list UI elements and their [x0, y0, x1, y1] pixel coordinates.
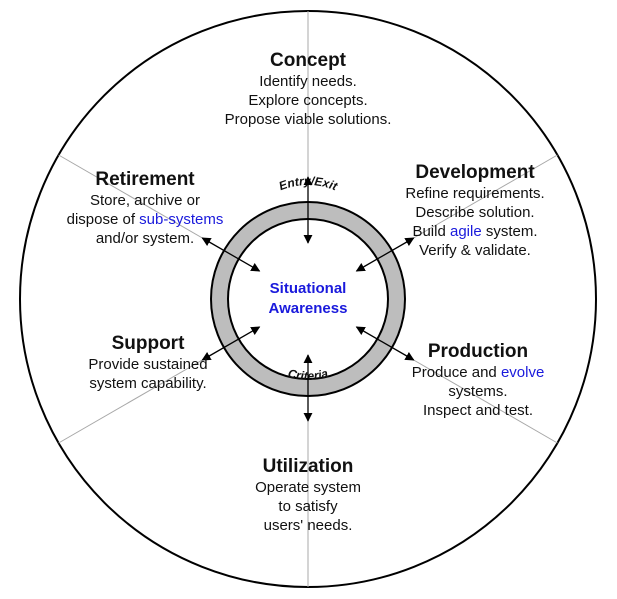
section-line-development-3: Build agile system. — [412, 223, 537, 240]
section-line-utilization-3: users' needs. — [264, 517, 353, 534]
center-label-line-2: Awareness — [269, 300, 348, 317]
line-text: Describe solution. — [415, 204, 534, 221]
section-line-production-1: Produce and evolve — [412, 364, 545, 381]
section-line-support-2: system capability. — [89, 375, 206, 392]
line-text: Refine requirements. — [405, 185, 544, 202]
section-line-concept-1: Identify needs. — [259, 73, 357, 90]
divider-line-6 — [391, 154, 558, 251]
double-arrow-3 — [355, 326, 415, 361]
line-text: and/or system. — [96, 230, 194, 247]
section-title-development: Development — [415, 162, 535, 183]
double-arrow-2 — [355, 237, 415, 272]
section-line-production-2: systems. — [448, 383, 507, 400]
line-text: Inspect and test. — [423, 402, 533, 419]
double-arrow-6 — [201, 237, 261, 272]
section-line-support-1: Provide sustained — [88, 356, 207, 373]
section-title-support: Support — [112, 333, 185, 354]
section-line-retirement-2: dispose of sub-systems — [67, 211, 224, 228]
section-dividers — [58, 11, 558, 587]
line-text: users' needs. — [264, 517, 353, 534]
line-text: to satisfy — [278, 498, 338, 515]
section-line-development-1: Refine requirements. — [405, 185, 544, 202]
line-text: Build — [412, 223, 450, 240]
line-text: Provide sustained — [88, 356, 207, 373]
line-text: Store, archive or — [90, 192, 200, 209]
section-title-concept: Concept — [270, 50, 347, 71]
section-line-utilization-2: to satisfy — [278, 498, 338, 515]
highlight-text: agile — [450, 223, 482, 240]
divider-line-1 — [391, 347, 558, 444]
section-line-retirement-1: Store, archive or — [90, 192, 200, 209]
line-text: system capability. — [89, 375, 206, 392]
line-text: systems. — [448, 383, 507, 400]
line-text: Verify & validate. — [419, 242, 531, 259]
section-title-retirement: Retirement — [95, 169, 195, 190]
section-line-utilization-1: Operate system — [255, 479, 361, 496]
divider-line-4 — [58, 154, 225, 251]
section-line-development-4: Verify & validate. — [419, 242, 531, 259]
center-label-line-1: Situational — [270, 280, 347, 297]
highlight-text: sub-systems — [139, 211, 223, 228]
line-text: Propose viable solutions. — [225, 111, 392, 128]
line-text: Identify needs. — [259, 73, 357, 90]
divider-line-3 — [58, 347, 225, 444]
section-line-retirement-3: and/or system. — [96, 230, 194, 247]
section-line-concept-3: Propose viable solutions. — [225, 111, 392, 128]
section-title-production: Production — [428, 341, 528, 362]
line-text: Produce and — [412, 364, 501, 381]
highlight-text: evolve — [501, 364, 544, 381]
section-title-utilization: Utilization — [263, 456, 354, 477]
double-arrow-5 — [201, 326, 261, 361]
line-text: system. — [482, 223, 538, 240]
line-text: Operate system — [255, 479, 361, 496]
line-text: Explore concepts. — [248, 92, 367, 109]
section-line-development-2: Describe solution. — [415, 204, 534, 221]
direction-arrows — [201, 176, 415, 422]
line-text: dispose of — [67, 211, 140, 228]
section-line-production-3: Inspect and test. — [423, 402, 533, 419]
section-line-concept-2: Explore concepts. — [248, 92, 367, 109]
